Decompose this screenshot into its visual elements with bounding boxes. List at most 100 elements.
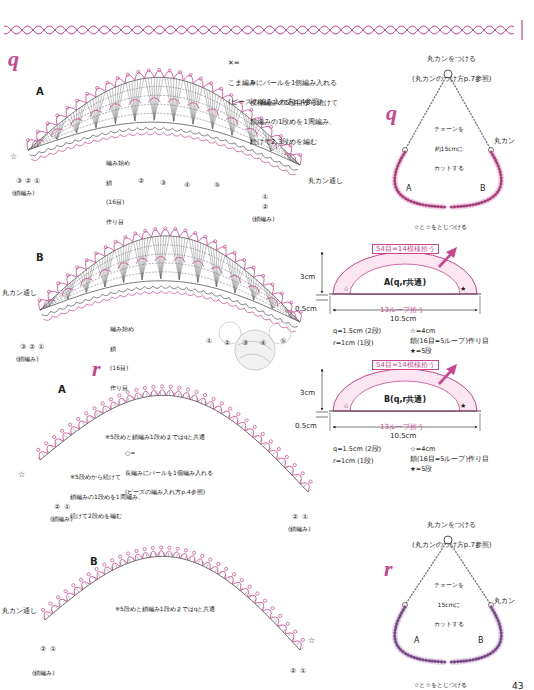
note-text: ① xyxy=(50,645,56,653)
label-holder: 鎖(16目=5ループ)作り目 xyxy=(410,328,489,348)
label-holder: ① xyxy=(300,658,306,678)
note-text: ③ xyxy=(242,339,248,347)
note-text: ② xyxy=(224,339,230,347)
label-holder: 3cm xyxy=(300,264,315,284)
note-text: ② xyxy=(292,513,298,521)
label-holder: q xyxy=(386,100,397,127)
schematic-shape: A(q,r共通) xyxy=(330,250,480,295)
note-text: チェーンを 約15cmに カットする xyxy=(434,125,464,171)
note-text: ※5段めと鎖編み1段めまではqと共通 xyxy=(115,605,215,612)
label-holder: 編み始め 鎖(16目)作り目 xyxy=(110,316,134,394)
label-holder: 鎖(16目=5ループ)作り目 xyxy=(410,446,489,466)
note-text: ④ xyxy=(260,339,266,347)
note-text: ※5段めと鎖編み1段めまではqと共通 xyxy=(105,433,205,440)
label-holder: B xyxy=(478,628,484,648)
label-holder: ※5段めと鎖編み1段めまではqと共通 xyxy=(115,596,215,616)
label-holder: ② xyxy=(292,504,298,524)
label-holder: ① xyxy=(206,328,212,348)
label-holder: ☆ xyxy=(10,144,17,164)
label-holder: ※模様編みの5段目から続けて 鎖編みの1段めを1周編み、 続けて2,3段めを編む xyxy=(250,70,338,148)
part-letter: ☆ xyxy=(18,470,25,479)
label-holder: ③ xyxy=(160,170,166,190)
label-holder: ② xyxy=(138,168,144,188)
note-text: ② xyxy=(290,667,296,675)
label-holder: ① xyxy=(34,168,40,188)
label-holder: 丸カン xyxy=(494,588,515,608)
note-text: 丸カンをつける (丸カンのつけ方p.7参照) xyxy=(412,55,492,83)
label-holder: ☆=4cm xyxy=(410,318,435,338)
label-holder: 0.5cm xyxy=(295,296,317,316)
note-text: 丸カン通し xyxy=(2,289,37,297)
note-text: (鎖編み) xyxy=(288,525,311,532)
label-holder: q=1.5cm (2段) xyxy=(333,436,381,456)
note-text: ※5段めから続けて 鎖編みの1段めを1周編み、 続けて2段めを編む xyxy=(70,473,144,519)
note-text: ○=長編みにパールを1個編み入れる (ビーズの編み入れ方p.4参照) xyxy=(125,449,213,495)
note-text: 編み始め 鎖(16目)作り目 xyxy=(110,325,134,391)
label-holder: 丸カン通し xyxy=(2,280,37,300)
note-text: 鎖(16目=5ループ)作り目 xyxy=(410,337,489,345)
label-holder: ☆=4cm xyxy=(410,436,435,456)
note-text: 丸カン通し xyxy=(2,607,37,615)
label-holder: B xyxy=(480,176,486,196)
note-text: ☆=4cm xyxy=(410,445,435,453)
label-holder: ☆ xyxy=(343,393,349,413)
note-text: 10.5cm xyxy=(388,432,418,440)
label-holder: A xyxy=(414,628,419,648)
note-text: 丸カン xyxy=(494,597,515,605)
dome-outline xyxy=(330,250,480,295)
note-text: (鎖編み) xyxy=(32,669,55,676)
note-text: 13ループ拾う xyxy=(380,306,424,314)
label-holder: 43 xyxy=(512,674,523,690)
part-letter: B xyxy=(36,252,44,263)
note-text: ② xyxy=(54,503,60,511)
crochet-edge-chart xyxy=(41,546,304,650)
label-holder: (鎖編み) xyxy=(16,346,39,366)
label-holder: (鎖編み) xyxy=(50,506,73,526)
note-text: 54目=14模様拾う xyxy=(372,360,439,370)
note-text: 54目=14模様拾う xyxy=(372,244,439,254)
label-holder: 54目=14模様拾う xyxy=(372,352,439,372)
label-holder: ② xyxy=(29,334,35,354)
label-holder: r=1cm (1段) xyxy=(333,330,373,350)
label-holder: 丸カン通し xyxy=(2,598,37,618)
note-text: 丸カン xyxy=(494,137,515,145)
watermark-logo xyxy=(219,322,291,370)
note-text: 編み始め 鎖(16目)作り目 xyxy=(106,159,130,225)
label-holder: A xyxy=(58,378,66,398)
dimension-lines xyxy=(316,252,480,314)
note-text: (鎖編み) xyxy=(16,355,39,362)
part-name: A(q,r共通) xyxy=(384,278,426,288)
note-text: ☆ xyxy=(343,285,349,293)
label-holder: B xyxy=(90,550,98,570)
note-text: ① xyxy=(38,343,44,351)
note-text: ① xyxy=(262,193,268,201)
note-text: ☆ xyxy=(343,402,349,410)
label-holder: q=1.5cm (2段) xyxy=(333,318,381,338)
section-letter: r xyxy=(92,356,101,381)
label-holder: ☆ xyxy=(308,628,315,648)
label-holder: q xyxy=(8,46,19,73)
note-text: ★ xyxy=(460,285,466,293)
label-holder: (鎖編み) xyxy=(12,180,35,200)
part-letter: A xyxy=(36,86,44,97)
crochet-chart xyxy=(38,227,302,332)
note-text: ① xyxy=(64,503,70,511)
note-text: ② xyxy=(40,645,46,653)
note-text: ※模様編みの5段目から続けて 鎖編みの1段めを1周編み、 続けて2,3段めを編む xyxy=(250,79,338,146)
label-holder: ☆と☆をとじつける xyxy=(414,672,467,690)
label-holder: ☆ xyxy=(18,462,25,482)
label-holder: 丸カン xyxy=(494,128,515,148)
label-holder: ※5段めから続けて 鎖編みの1段めを1周編み、 続けて2段めを編む xyxy=(70,464,144,523)
dimension-lines xyxy=(316,369,480,431)
section-letter: q xyxy=(386,100,397,125)
label-holder: ② xyxy=(54,494,60,514)
part-letter: B xyxy=(90,556,98,567)
label-holder: ★=5段 xyxy=(410,456,432,476)
label-holder: ① xyxy=(50,636,56,656)
note-text: 10.5cm xyxy=(388,315,418,323)
label-holder: ☆と☆をとじつける xyxy=(414,214,467,234)
part-letter: A xyxy=(414,636,419,645)
note-text: ④ xyxy=(184,181,190,189)
note-text: ★=5段 xyxy=(410,465,432,473)
label-holder: r=1cm (1段) xyxy=(333,448,373,468)
